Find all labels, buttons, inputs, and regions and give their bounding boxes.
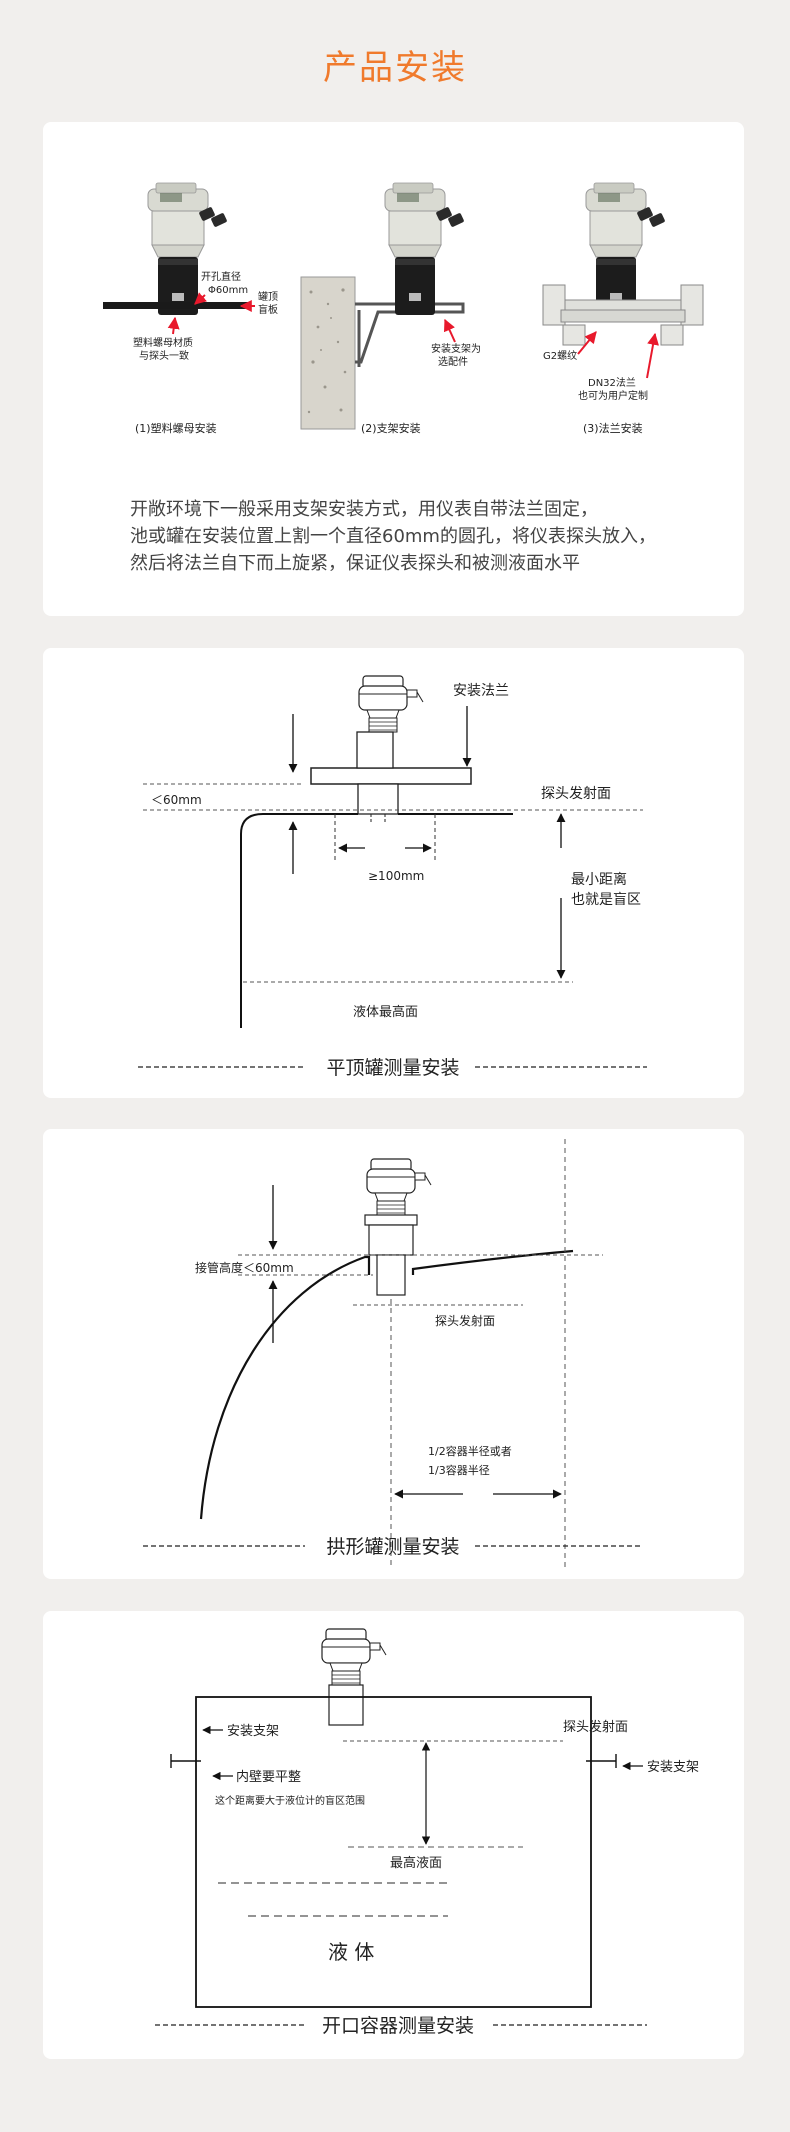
- label-g2-thread: G2螺纹: [543, 349, 577, 362]
- label-emit-surface-open: 探头发射面: [563, 1719, 628, 1735]
- label-bracket-1: 安装支架为: [431, 342, 481, 355]
- label-mounting-flange: 安装法兰: [453, 683, 509, 699]
- page-title: 产品安装: [323, 48, 467, 88]
- install-methods-card: 开孔直径 Φ60mm 罐顶 盲板 塑料螺母材质 与探头一致 (1)塑料螺母安装 …: [43, 122, 744, 616]
- flat-tank-diagram: ＜60mm 安装法兰 探头发射面 ≥100mm 最小距离 也就是盲区 液体最高面…: [138, 675, 647, 1079]
- caption-bracket-install: (2)支架安装: [361, 421, 421, 435]
- heading-dome-tank: 拱形罐测量安装: [326, 1536, 459, 1558]
- label-tank-top-2: 盲板: [258, 303, 278, 316]
- label-radius-2: 1/3容器半径: [428, 1463, 490, 1477]
- open-container-diagram: 安装支架 安装支架 探头发射面 内壁要平整 这个距离要大于液位计的盲区范围 最高…: [155, 1628, 699, 2037]
- mounting-flange: [310, 767, 472, 785]
- label-bracket-right: 安装支架: [647, 1760, 699, 1775]
- container: [195, 1696, 592, 2008]
- description-line-2: 池或罐在安装位置上割一个直径60mm的圆孔，将仪表探头放入，: [130, 526, 656, 547]
- label-bracket-2: 选配件: [438, 355, 468, 368]
- label-pipe-height: 接管高度＜60mm: [195, 1260, 294, 1275]
- label-min-distance-1: 最小距离: [571, 871, 627, 888]
- install-description: 开敞环境下一般采用支架安装方式，用仪表自带法兰固定， 池或罐在安装位置上割一个直…: [130, 496, 730, 577]
- label-dn32-2: 也可为用户定制: [578, 389, 648, 402]
- caption-nut-install: (1)塑料螺母安装: [135, 421, 217, 435]
- heading-open-container: 开口容器测量安装: [322, 2015, 474, 2037]
- label-ge-100mm: ≥100mm: [368, 869, 424, 883]
- label-min-distance-2: 也就是盲区: [571, 891, 641, 908]
- wall: [300, 276, 356, 430]
- dome-tank-diagram: 接管高度＜60mm 探头发射面 1/2容器半径或者 1/3容器半径 拱形罐测量安…: [143, 1139, 643, 1569]
- label-tank-top-1: 罐顶: [258, 290, 278, 303]
- tank-top-plate: [103, 302, 251, 309]
- label-liquid-top: 液体最高面: [353, 1004, 418, 1020]
- label-liquid: 液 体: [328, 1940, 374, 1964]
- label-max-liquid: 最高液面: [390, 1855, 442, 1871]
- dome-tank-card: 接管高度＜60mm 探头发射面 1/2容器半径或者 1/3容器半径 拱形罐测量安…: [43, 1129, 744, 1579]
- label-hole-diameter-2: Φ60mm: [208, 285, 248, 296]
- label-blind-distance: 这个距离要大于液位计的盲区范围: [215, 1794, 365, 1807]
- label-lt-60mm: ＜60mm: [151, 793, 202, 807]
- install-methods-diagram: 开孔直径 Φ60mm 罐顶 盲板 塑料螺母材质 与探头一致 (1)塑料螺母安装 …: [103, 182, 704, 435]
- open-container-card: 安装支架 安装支架 探头发射面 内壁要平整 这个距离要大于液位计的盲区范围 最高…: [43, 1611, 744, 2059]
- description-line-1: 开敞环境下一般采用支架安装方式，用仪表自带法兰固定，: [130, 499, 598, 520]
- label-nut-2: 与探头一致: [139, 349, 189, 362]
- caption-flange-install: (3)法兰安装: [583, 421, 643, 435]
- nut-install-diagram: 开孔直径 Φ60mm 罐顶 盲板 塑料螺母材质 与探头一致 (1)塑料螺母安装: [103, 182, 278, 435]
- label-emit-surface: 探头发射面: [541, 786, 611, 802]
- bracket-install-diagram: 安装支架为 选配件 (2)支架安装: [300, 182, 481, 435]
- label-radius-1: 1/2容器半径或者: [428, 1444, 512, 1458]
- label-hole-diameter-1: 开孔直径: [201, 270, 241, 283]
- heading-flat-tank: 平顶罐测量安装: [326, 1057, 459, 1079]
- flange-install-diagram: G2螺纹 DN32法兰 也可为用户定制 (3)法兰安装: [542, 182, 704, 435]
- label-nut-1: 塑料螺母材质: [133, 336, 193, 349]
- description-line-3: 然后将法兰自下而上旋紧，保证仪表探头和被测液面水平: [130, 553, 580, 574]
- label-dn32-1: DN32法兰: [588, 376, 636, 389]
- label-bracket-left: 安装支架: [227, 1724, 279, 1739]
- label-emit-surface-dome: 探头发射面: [435, 1313, 495, 1328]
- label-smooth-wall: 内壁要平整: [236, 1769, 301, 1785]
- flat-tank-card: ＜60mm 安装法兰 探头发射面 ≥100mm 最小距离 也就是盲区 液体最高面…: [43, 648, 744, 1098]
